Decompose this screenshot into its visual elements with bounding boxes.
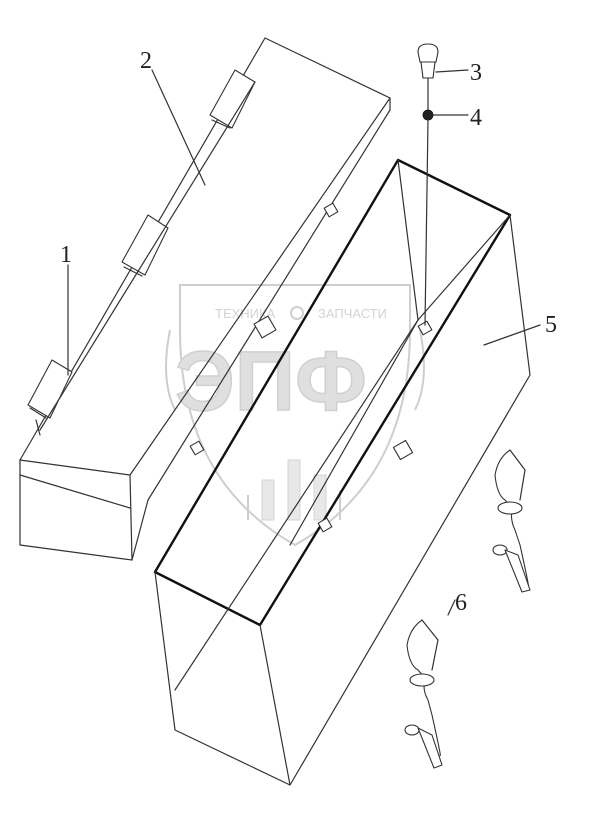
lid — [19, 37, 391, 561]
callout-4: 4 — [470, 105, 482, 131]
callout-1: 1 — [60, 242, 72, 268]
callout-leaders — [67, 69, 541, 616]
callout-3: 3 — [470, 60, 482, 86]
box-slots — [317, 320, 433, 533]
lid-hinge-slots — [189, 202, 339, 456]
hinge — [27, 359, 73, 436]
latch — [404, 619, 443, 769]
latch — [492, 449, 531, 593]
gear-icon — [290, 306, 304, 320]
bolt — [417, 43, 439, 113]
box-body — [153, 158, 531, 786]
callout-2: 2 — [140, 48, 152, 74]
callout-5: 5 — [545, 312, 557, 338]
watermark-logo-text: ЭПФ — [175, 334, 367, 428]
watermark-text-right: ЗАПЧАСТИ — [318, 306, 387, 321]
hinge — [121, 214, 169, 277]
nut — [422, 109, 434, 121]
wheat-icon — [247, 459, 341, 521]
watermark-text-left: ТЕХНИКА — [215, 306, 276, 321]
callout-6: 6 — [455, 590, 467, 616]
bolt-axis-line — [424, 119, 429, 326]
watermark-logo: ТЕХНИКА ЗАПЧАСТИ ЭПФ — [165, 284, 425, 547]
